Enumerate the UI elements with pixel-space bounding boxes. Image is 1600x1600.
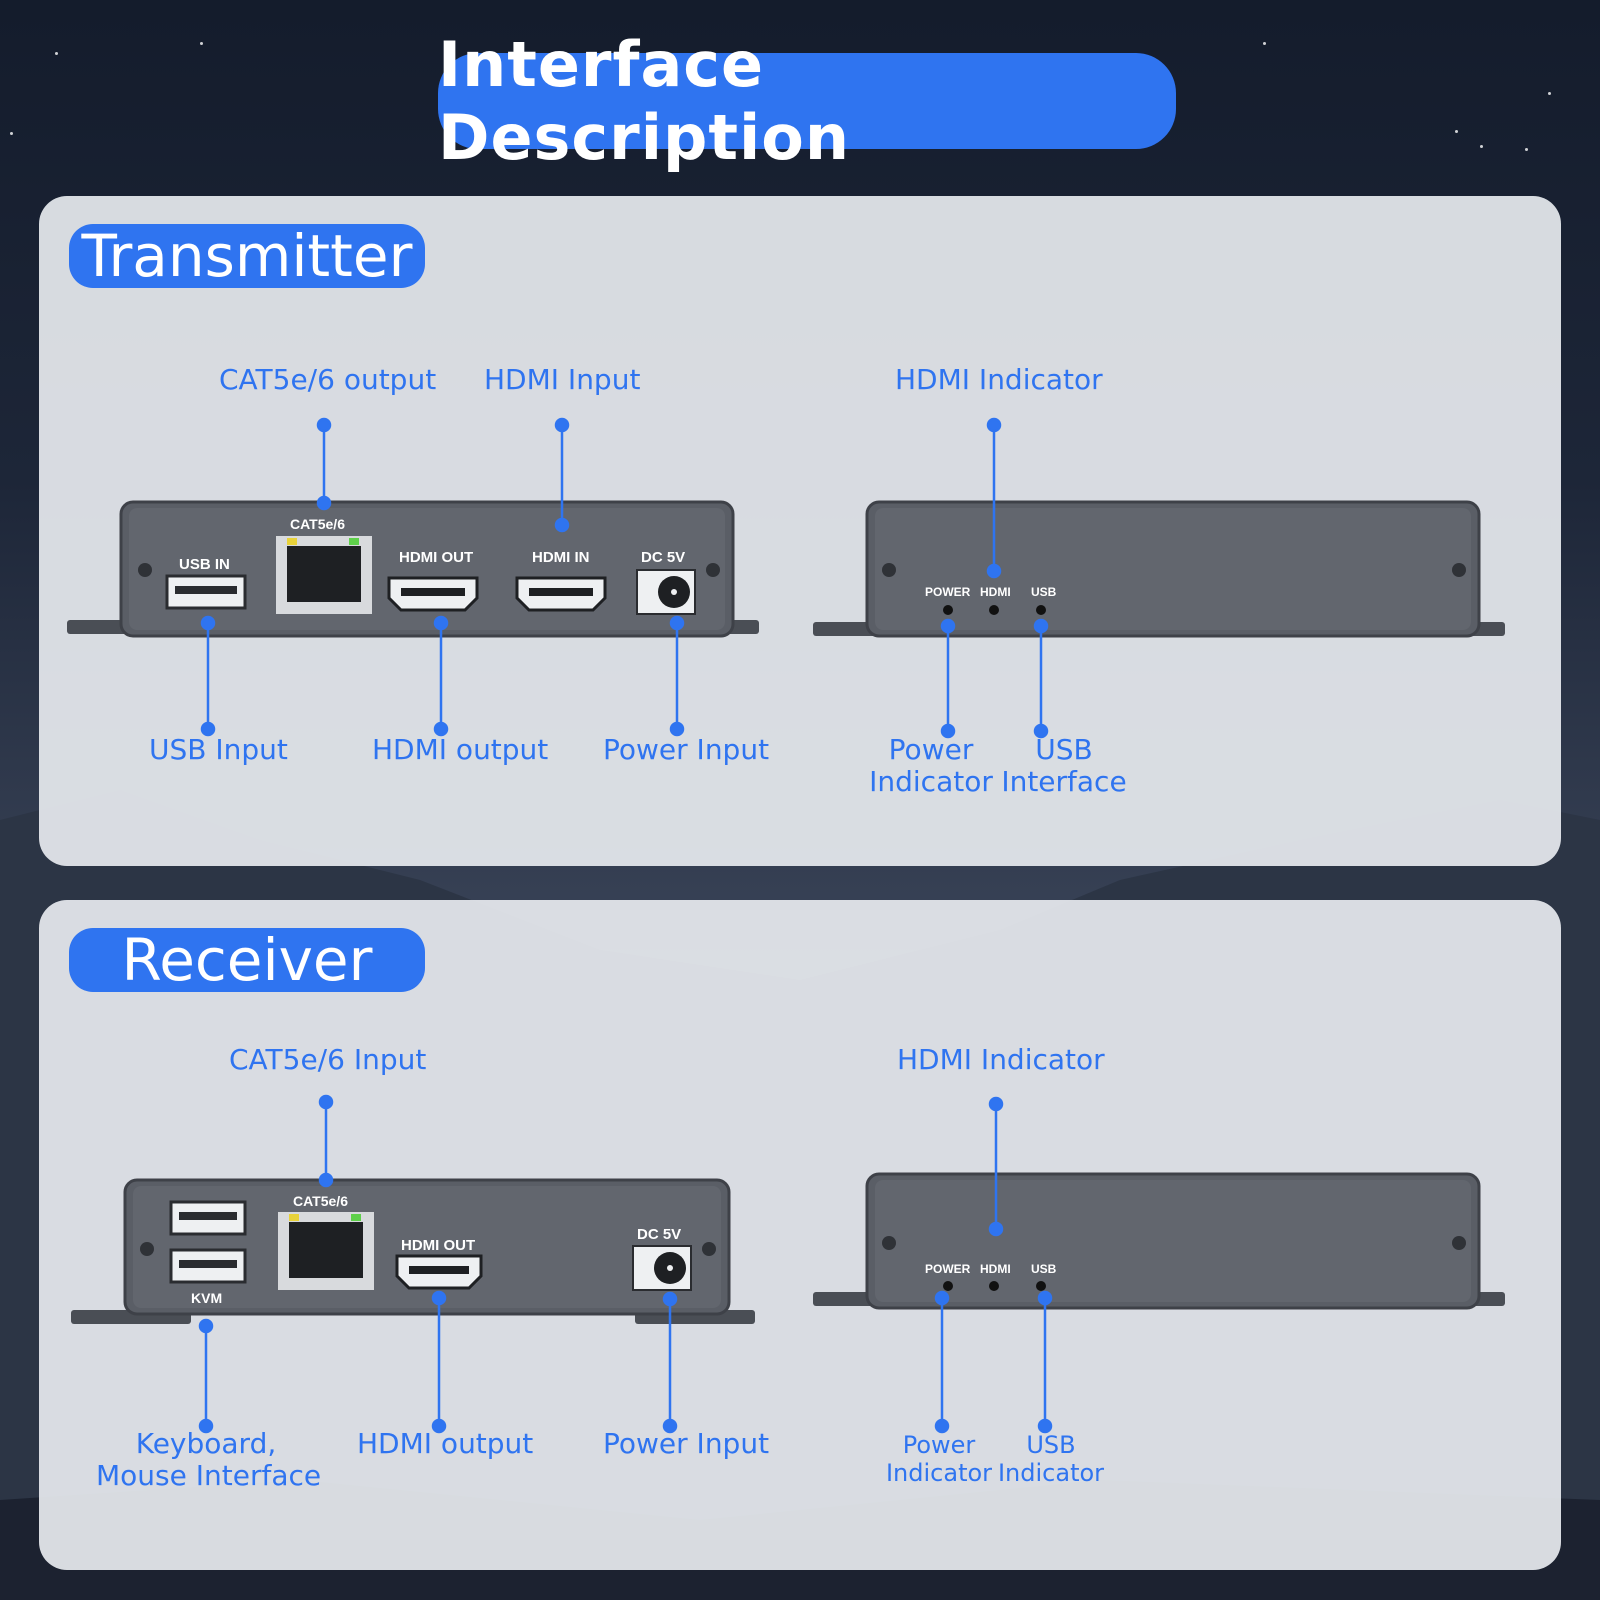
port-label-dc: DC 5V	[641, 549, 685, 566]
label-power-input: Power Input	[603, 1427, 770, 1460]
indicator-label-power: POWER	[925, 1262, 971, 1276]
port-label-dc: DC 5V	[637, 1226, 681, 1243]
label-hdmi-indicator: HDMI Indicator	[897, 1043, 1105, 1076]
screw-icon	[138, 563, 152, 577]
receiver-callouts	[198, 1094, 1053, 1434]
receiver-rear-device: POWER HDMI USB	[813, 1172, 1505, 1310]
power-led-icon	[943, 605, 953, 615]
label-line: Keyboard,	[135, 1427, 277, 1460]
port-label-hdmi-out: HDMI OUT	[401, 1237, 475, 1254]
label-hdmi-input: HDMI Input	[484, 363, 641, 396]
power-led-icon	[943, 1281, 953, 1291]
indicator-label-usb: USB	[1031, 1262, 1057, 1276]
label-line: Mouse Interface	[96, 1459, 322, 1493]
label-line: USB	[1035, 733, 1093, 766]
port-label-hdmi-in: HDMI IN	[532, 549, 590, 566]
usb-led-icon	[1036, 1281, 1046, 1291]
label-line: Indicator	[997, 1458, 1105, 1487]
indicator-label-power: POWER	[925, 585, 971, 599]
screw-icon	[1452, 1236, 1466, 1250]
port-label-kvm: KVM	[191, 1290, 222, 1306]
hdmi-led-icon	[989, 605, 999, 615]
label-line: USB	[1026, 1431, 1076, 1459]
page-title: Interface Description	[438, 28, 1176, 174]
screw-icon	[702, 1242, 716, 1256]
label-power-indicator: Power Indicator	[879, 1431, 999, 1487]
screw-icon	[140, 1242, 154, 1256]
label-line: Indicator	[869, 765, 993, 799]
screw-icon	[882, 1236, 896, 1250]
label-usb-indicator: USB Indicator	[991, 1431, 1111, 1487]
label-keyboard-mouse-interface: Keyboard, Mouse Interface	[96, 1427, 322, 1493]
screw-icon	[882, 563, 896, 577]
label-line: Power	[888, 733, 974, 766]
screw-icon	[1452, 563, 1466, 577]
usb-led-icon	[1036, 605, 1046, 615]
label-power-indicator: Power Indicator	[861, 733, 1001, 799]
label-line: Power	[902, 1431, 976, 1459]
indicator-label-usb: USB	[1031, 585, 1057, 599]
transmitter-front-device: USB IN CAT5e/6 HDMI OUT HDMI IN DC 5V	[67, 500, 759, 638]
label-line: Indicator	[885, 1458, 993, 1487]
label-cat-output: CAT5e/6 output	[219, 363, 437, 396]
transmitter-heading: Transmitter	[69, 222, 425, 290]
label-line: Interface	[1001, 765, 1127, 799]
label-hdmi-indicator: HDMI Indicator	[895, 363, 1103, 396]
transmitter-callouts	[200, 417, 1049, 739]
receiver-diagram: KVM CAT5e/6 HDMI OUT DC 5V POWER HDMI US…	[71, 1094, 1505, 1434]
label-hdmi-output: HDMI output	[357, 1427, 534, 1460]
port-label-cat: CAT5e/6	[290, 516, 345, 532]
receiver-panel: Receiver KVM CAT5e/6 HDMI OUT DC 5V	[39, 900, 1561, 1570]
port-label-cat: CAT5e/6	[293, 1193, 348, 1209]
transmitter-diagram: USB IN CAT5e/6 HDMI OUT HDMI IN DC 5V	[67, 417, 1505, 739]
label-cat-input: CAT5e/6 Input	[229, 1043, 427, 1076]
label-power-input: Power Input	[603, 733, 770, 766]
indicator-label-hdmi: HDMI	[980, 585, 1011, 599]
port-label-hdmi-out: HDMI OUT	[399, 549, 473, 566]
transmitter-panel: Transmitter USB IN CAT5e/6 HDMI OUT HDMI…	[39, 196, 1561, 866]
led-yellow-icon	[287, 538, 297, 545]
label-usb-interface: USB Interface	[994, 733, 1134, 799]
label-usb-input: USB Input	[149, 733, 288, 766]
screw-icon	[706, 563, 720, 577]
led-green-icon	[349, 538, 359, 545]
label-hdmi-output: HDMI output	[372, 733, 549, 766]
receiver-heading: Receiver	[69, 926, 425, 994]
receiver-front-device: KVM CAT5e/6 HDMI OUT DC 5V	[71, 1178, 755, 1324]
port-label-usb-in: USB IN	[179, 556, 230, 573]
hdmi-led-icon	[989, 1281, 999, 1291]
led-green-icon	[351, 1214, 361, 1221]
led-yellow-icon	[289, 1214, 299, 1221]
indicator-label-hdmi: HDMI	[980, 1262, 1011, 1276]
transmitter-rear-device: POWER HDMI USB	[813, 500, 1505, 638]
